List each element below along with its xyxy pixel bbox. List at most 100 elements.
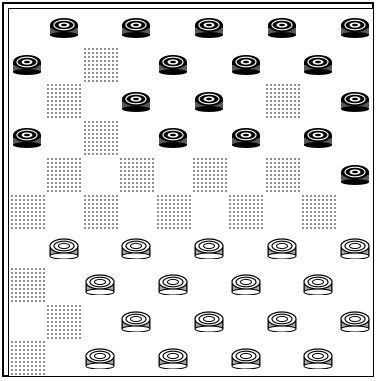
- dark-square[interactable]: [264, 156, 300, 193]
- dark-square[interactable]: [82, 339, 118, 376]
- dark-square[interactable]: [82, 266, 118, 303]
- dark-square[interactable]: [155, 339, 191, 376]
- dark-square[interactable]: [227, 339, 263, 376]
- light-square: [155, 82, 191, 119]
- dark-square[interactable]: [264, 303, 300, 340]
- dark-square[interactable]: [118, 303, 154, 340]
- dark-square[interactable]: [45, 229, 81, 266]
- white-checker-piece[interactable]: [194, 310, 224, 332]
- white-checker-piece[interactable]: [340, 237, 370, 259]
- white-checker-piece[interactable]: [85, 347, 115, 369]
- black-checker-piece[interactable]: [303, 53, 333, 75]
- white-checker-piece[interactable]: [303, 273, 333, 295]
- black-checker-piece[interactable]: [194, 16, 224, 38]
- dark-square[interactable]: [118, 156, 154, 193]
- dark-square[interactable]: [191, 303, 227, 340]
- dark-square[interactable]: [118, 229, 154, 266]
- dark-square[interactable]: [155, 119, 191, 156]
- light-square: [118, 193, 154, 230]
- black-checker-piece[interactable]: [340, 163, 370, 185]
- dark-square[interactable]: [118, 82, 154, 119]
- black-checker-piece[interactable]: [303, 126, 333, 148]
- dark-square[interactable]: [227, 266, 263, 303]
- light-square: [264, 193, 300, 230]
- dark-square[interactable]: [300, 339, 336, 376]
- dark-square[interactable]: [264, 9, 300, 46]
- dark-square[interactable]: [45, 156, 81, 193]
- white-checker-piece[interactable]: [158, 347, 188, 369]
- dark-square[interactable]: [45, 303, 81, 340]
- light-square: [264, 339, 300, 376]
- dark-square[interactable]: [45, 82, 81, 119]
- dark-square[interactable]: [227, 193, 263, 230]
- light-square: [118, 46, 154, 83]
- black-checker-piece[interactable]: [121, 16, 151, 38]
- black-checker-piece[interactable]: [121, 90, 151, 112]
- black-checker-piece[interactable]: [194, 90, 224, 112]
- white-checker-piece[interactable]: [231, 273, 261, 295]
- light-square: [191, 119, 227, 156]
- black-checker-piece[interactable]: [12, 53, 42, 75]
- dark-square[interactable]: [155, 193, 191, 230]
- black-checker-piece[interactable]: [267, 16, 297, 38]
- board-grid: [9, 9, 373, 376]
- dark-square[interactable]: [264, 229, 300, 266]
- dark-square[interactable]: [337, 303, 373, 340]
- light-square: [337, 46, 373, 83]
- dark-square[interactable]: [82, 119, 118, 156]
- light-square: [118, 119, 154, 156]
- dark-square[interactable]: [227, 119, 263, 156]
- light-square: [227, 9, 263, 46]
- white-checker-piece[interactable]: [49, 237, 79, 259]
- black-checker-piece[interactable]: [340, 90, 370, 112]
- dark-square[interactable]: [300, 46, 336, 83]
- white-checker-piece[interactable]: [267, 237, 297, 259]
- dark-square[interactable]: [191, 156, 227, 193]
- light-square: [9, 156, 45, 193]
- dark-square[interactable]: [45, 9, 81, 46]
- white-checker-piece[interactable]: [121, 310, 151, 332]
- white-checker-piece[interactable]: [194, 237, 224, 259]
- black-checker-piece[interactable]: [158, 126, 188, 148]
- dark-square[interactable]: [300, 193, 336, 230]
- black-checker-piece[interactable]: [340, 16, 370, 38]
- dark-square[interactable]: [9, 119, 45, 156]
- dark-square[interactable]: [82, 193, 118, 230]
- dark-square[interactable]: [9, 193, 45, 230]
- dark-square[interactable]: [227, 46, 263, 83]
- white-checker-piece[interactable]: [267, 310, 297, 332]
- dark-square[interactable]: [9, 266, 45, 303]
- light-square: [300, 303, 336, 340]
- dark-square[interactable]: [191, 82, 227, 119]
- dark-square[interactable]: [300, 266, 336, 303]
- dark-square[interactable]: [155, 46, 191, 83]
- dark-square[interactable]: [337, 229, 373, 266]
- black-checker-piece[interactable]: [49, 16, 79, 38]
- dark-square[interactable]: [337, 156, 373, 193]
- black-checker-piece[interactable]: [231, 53, 261, 75]
- white-checker-piece[interactable]: [85, 273, 115, 295]
- black-checker-piece[interactable]: [231, 126, 261, 148]
- light-square: [155, 9, 191, 46]
- dark-square[interactable]: [9, 46, 45, 83]
- white-checker-piece[interactable]: [121, 237, 151, 259]
- dark-square[interactable]: [337, 82, 373, 119]
- dark-square[interactable]: [191, 229, 227, 266]
- black-checker-piece[interactable]: [158, 53, 188, 75]
- white-checker-piece[interactable]: [303, 347, 333, 369]
- white-checker-piece[interactable]: [231, 347, 261, 369]
- white-checker-piece[interactable]: [340, 310, 370, 332]
- dark-square[interactable]: [337, 9, 373, 46]
- light-square: [191, 193, 227, 230]
- light-square: [45, 266, 81, 303]
- light-square: [300, 82, 336, 119]
- black-checker-piece[interactable]: [12, 126, 42, 148]
- dark-square[interactable]: [191, 9, 227, 46]
- dark-square[interactable]: [118, 9, 154, 46]
- dark-square[interactable]: [155, 266, 191, 303]
- dark-square[interactable]: [9, 339, 45, 376]
- dark-square[interactable]: [300, 119, 336, 156]
- white-checker-piece[interactable]: [158, 273, 188, 295]
- dark-square[interactable]: [264, 82, 300, 119]
- dark-square[interactable]: [82, 46, 118, 83]
